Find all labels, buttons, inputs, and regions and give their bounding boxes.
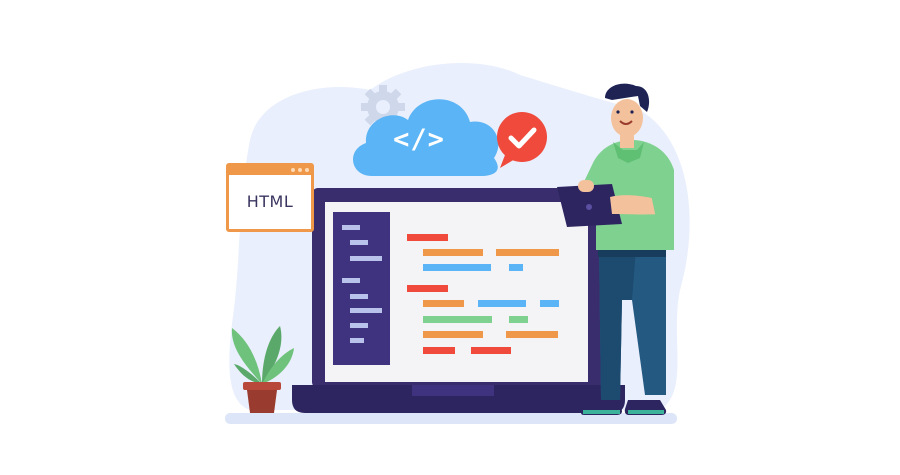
html-window: HTML <box>226 163 314 232</box>
html-label: HTML <box>246 192 294 211</box>
editor-code-lines <box>407 234 559 354</box>
window-dot-icon <box>291 168 295 172</box>
person <box>557 83 674 415</box>
window-titlebar <box>229 166 311 175</box>
plant-icon <box>231 326 294 413</box>
code-glyph: </> <box>393 124 445 155</box>
sidebar-code-lines <box>342 225 382 343</box>
cloud-icon <box>353 99 499 176</box>
window-dot-icon <box>305 168 309 172</box>
laptop <box>292 188 625 413</box>
floor-shadow <box>225 413 677 424</box>
window-dot-icon <box>298 168 302 172</box>
check-icon <box>497 112 547 168</box>
